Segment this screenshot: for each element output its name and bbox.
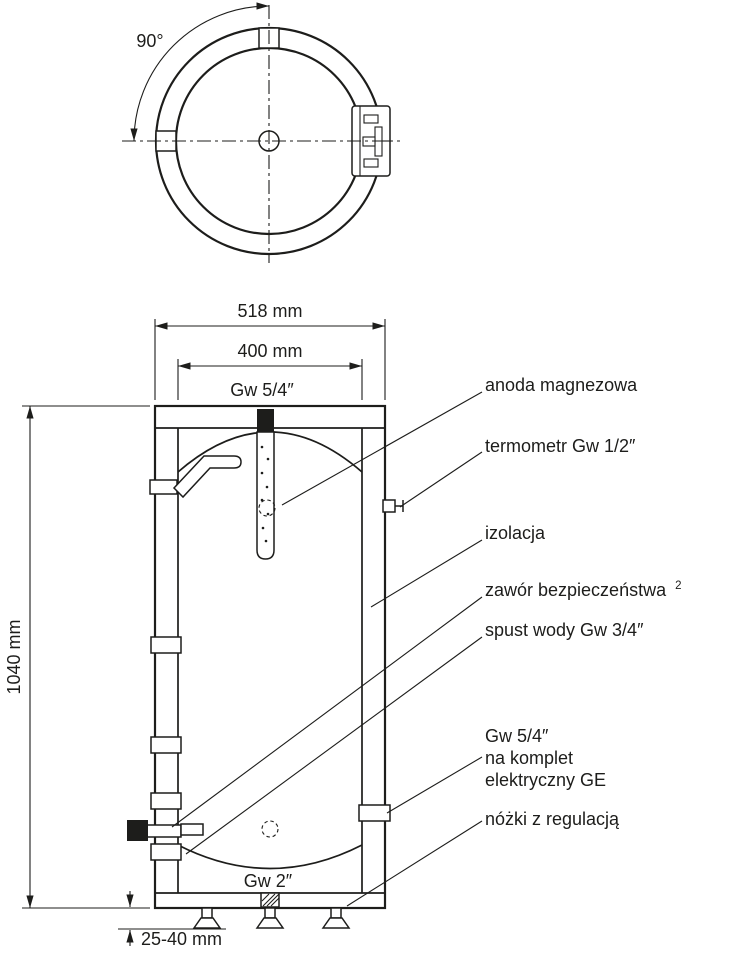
- elbow-wall-fitting: [149, 479, 178, 495]
- rotation-arc: [130, 2, 270, 142]
- anode-speckle: [264, 539, 268, 543]
- anode-speckle: [260, 445, 264, 449]
- thermometer-fitting: [382, 499, 396, 513]
- bottom-plug-hatch: [266, 893, 280, 907]
- foot-base: [321, 917, 351, 929]
- leader-feet: [346, 820, 483, 907]
- foot-stem: [330, 907, 342, 919]
- anode-speckle: [266, 457, 270, 461]
- label-safety-valve-footnote: 2: [675, 580, 681, 592]
- anode-speckle: [260, 471, 264, 475]
- leader-insulation: [370, 539, 483, 608]
- top-view: 90°: [122, 2, 400, 263]
- elbow-tube: [172, 455, 242, 499]
- label-anode: anoda magnezowa: [485, 375, 638, 395]
- foot-stem: [264, 907, 276, 919]
- leader-safety-valve: [171, 596, 483, 828]
- anode-speckle: [265, 485, 269, 489]
- anode-speckle: [266, 512, 270, 516]
- dimension-feet: 25-40 mm: [118, 891, 226, 949]
- leader-heater-port: [386, 756, 483, 814]
- bottom-plug-hatch: [262, 893, 276, 907]
- leader-thermometer: [399, 451, 483, 508]
- heater-port: [358, 804, 391, 822]
- outlet-elbow-pipe: [149, 455, 242, 499]
- dim-outer-width-label: 518 mm: [237, 301, 302, 321]
- label-water-drain: spust wody Gw 3/4″: [485, 620, 644, 640]
- drain-pipe-stub: [180, 823, 204, 836]
- magnesium-anode: [256, 409, 276, 560]
- label-feet: nóżki z regulacją: [485, 809, 620, 829]
- bottom-port-label: Gw 2″: [244, 871, 293, 891]
- dim-height-label: 1040 mm: [4, 619, 24, 694]
- label-heater-port-line3: elektryczny GE: [485, 770, 606, 790]
- bottom-plug: [260, 892, 280, 908]
- dimension-inner-width: 400 mm: [177, 341, 363, 400]
- leader-water-drain: [185, 636, 483, 855]
- left-port-4: [150, 843, 182, 861]
- dim-inner-width-label: 400 mm: [237, 341, 302, 361]
- drain-pipe: [146, 824, 182, 838]
- anode-plug: [257, 409, 274, 432]
- label-heater-port-line2: na komplet: [485, 748, 573, 768]
- label-heater-port-line1: Gw 5/4″: [485, 726, 549, 746]
- label-safety-valve-text: zawór bezpieczeństwa: [485, 580, 667, 600]
- bottom-plug-hatch: [261, 893, 270, 902]
- label-safety-valve: zawór bezpieczeństwa 2: [485, 580, 682, 600]
- drain-assembly: [127, 820, 204, 841]
- bottom-port-dashed-circle: [261, 820, 279, 838]
- foot-base: [255, 917, 285, 929]
- foot-base: [192, 917, 222, 929]
- foot-right: [321, 907, 351, 929]
- leader-lines: [171, 391, 483, 907]
- left-port-2: [150, 736, 182, 754]
- bottom-plug-hatch: [270, 897, 280, 907]
- anode-tube: [256, 431, 275, 560]
- foot-center: [255, 907, 285, 929]
- dimension-outer-width: 518 mm: [154, 301, 386, 400]
- anode-port-label: Gw 5/4″: [230, 380, 294, 400]
- thermometer-port: [382, 499, 404, 513]
- bracket-slot-bottom: [363, 158, 379, 168]
- drain-valve: [127, 820, 148, 841]
- dimension-height: 1040 mm: [4, 405, 150, 909]
- leader-anode: [281, 391, 483, 506]
- label-insulation: izolacja: [485, 523, 546, 543]
- foot-stem: [201, 907, 213, 919]
- front-view: [127, 404, 404, 929]
- angle-label: 90°: [136, 31, 163, 51]
- anode-speckle: [261, 526, 265, 530]
- left-port-1: [150, 636, 182, 654]
- callout-labels: anoda magnezowa termometr Gw 1/2″ izolac…: [485, 375, 682, 829]
- dim-feet-label: 25-40 mm: [141, 929, 222, 949]
- bracket-slot-top: [363, 114, 379, 124]
- left-port-3: [150, 792, 182, 810]
- foot-left: [192, 907, 222, 929]
- label-thermometer: termometr Gw 1/2″: [485, 436, 636, 456]
- vessel-dish: [177, 844, 363, 870]
- anode-port-dashed-circle: [258, 499, 276, 517]
